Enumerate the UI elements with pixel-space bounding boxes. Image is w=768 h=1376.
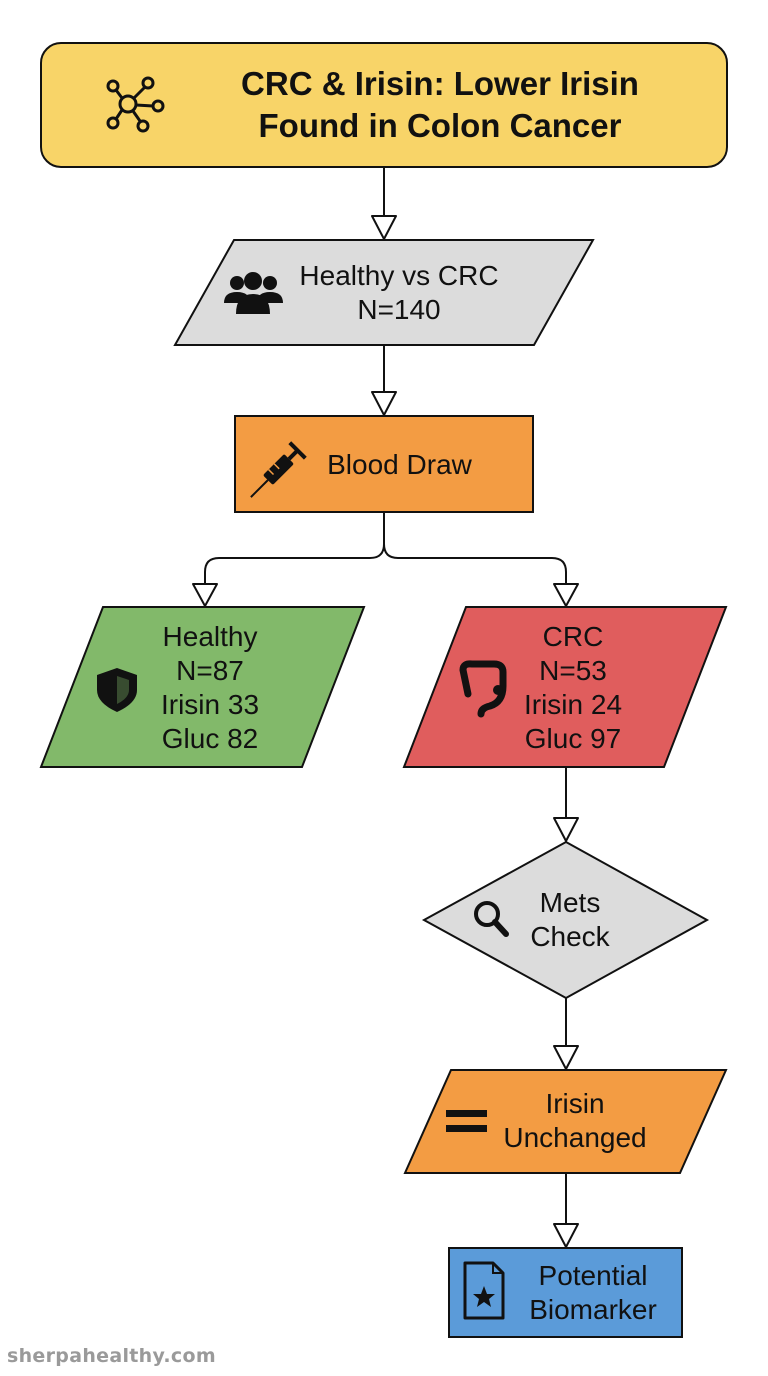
shield-icon	[97, 668, 137, 712]
watermark-text: sherpahealthy.com	[7, 1345, 216, 1367]
mets-check-diamond	[421, 840, 710, 1000]
connector-blood-healthy	[204, 512, 385, 584]
network-molecule-icon	[106, 76, 165, 133]
arrowhead	[553, 1045, 579, 1070]
star-document-icon	[463, 1261, 505, 1320]
healthy-box	[39, 606, 366, 768]
irisin-unchanged-box	[403, 1069, 728, 1174]
arrowhead	[553, 817, 579, 842]
arrowhead	[371, 215, 397, 240]
syringe-icon	[250, 441, 307, 498]
colon-icon	[459, 660, 507, 718]
arrowhead	[553, 583, 579, 607]
people-group-icon	[224, 272, 283, 314]
cohort-box	[173, 239, 595, 346]
crc-box	[402, 606, 728, 768]
connector-blood-crc	[383, 512, 567, 584]
arrowhead	[192, 583, 218, 607]
arrowhead	[553, 1223, 579, 1248]
title-box	[40, 42, 728, 168]
equals-icon	[446, 1110, 487, 1132]
arrowhead	[371, 391, 397, 416]
magnifier-icon	[474, 901, 509, 937]
